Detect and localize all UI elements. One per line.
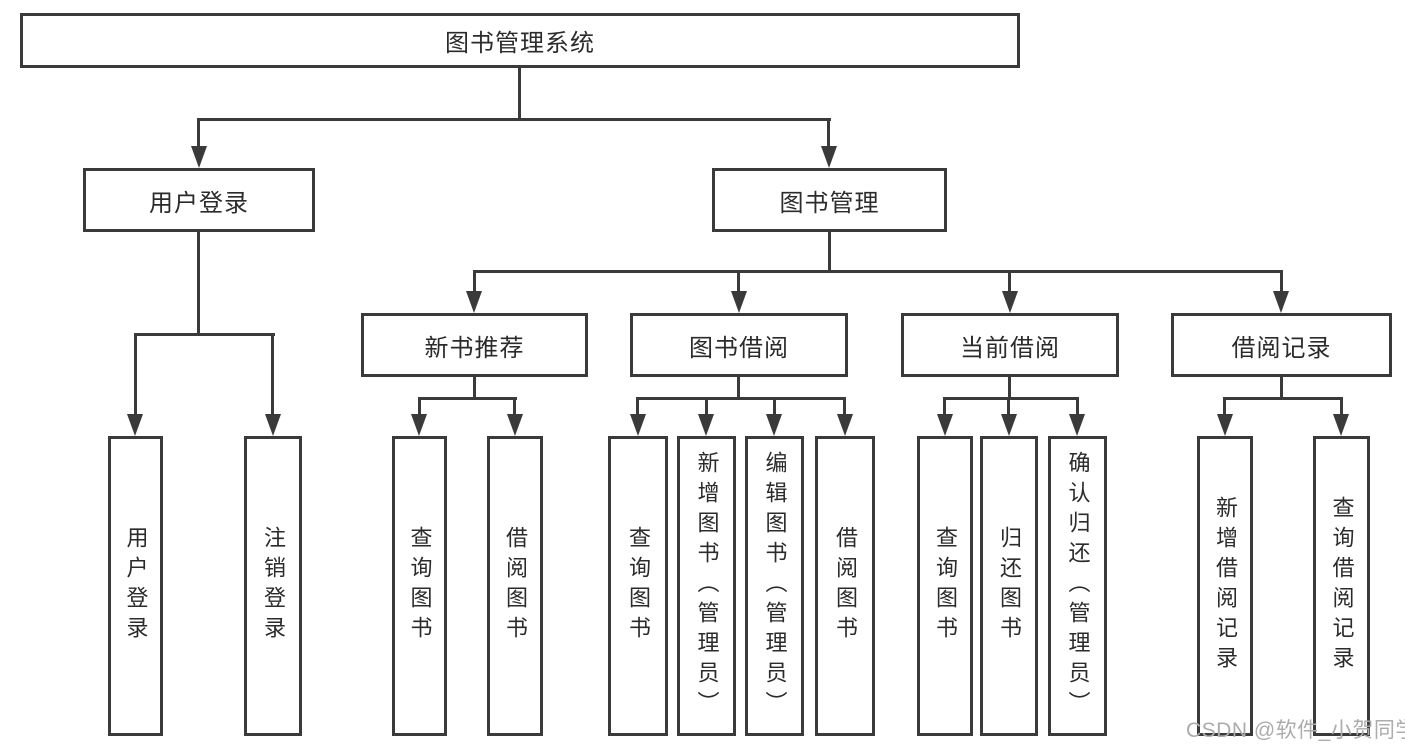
edge-line (1223, 397, 1226, 414)
edge-line (418, 397, 421, 414)
arrow-down-icon (1333, 414, 1349, 436)
csdn-watermark: CSDN @软件_小贺同学 (1186, 719, 1405, 742)
node-book-borrowing: 图书借阅 (630, 313, 848, 377)
edge-line (827, 118, 830, 146)
arrow-down-icon (1002, 291, 1018, 313)
edge-line (737, 377, 740, 400)
arrow-down-icon (1069, 414, 1085, 436)
edge-line (1008, 377, 1011, 400)
edge-line (773, 397, 776, 414)
arrow-down-icon (127, 414, 143, 436)
edge-line (473, 270, 476, 291)
leaf-query-borrow-record: 查询借阅记录 (1313, 436, 1370, 736)
leaf-add-borrow-record: 新增借阅记录 (1197, 436, 1253, 736)
edge-line (134, 333, 137, 414)
leaf-confirm-return-admin: 确认归还（管理员） (1048, 436, 1107, 736)
edge-line (943, 397, 1079, 400)
arrow-down-icon (937, 414, 953, 436)
leaf-query-books-recommend: 查询图书 (392, 436, 447, 736)
arrow-down-icon (1001, 414, 1017, 436)
leaf-user-login: 用户登录 (108, 436, 163, 736)
leaf-edit-books-admin: 编辑图书（管理员） (745, 436, 804, 736)
edge-line (705, 397, 708, 414)
node-current-borrowing: 当前借阅 (901, 313, 1119, 377)
edge-line (737, 270, 740, 291)
edge-line (473, 270, 1283, 273)
arrow-down-icon (466, 291, 482, 313)
arrow-down-icon (191, 146, 207, 168)
arrow-down-icon (731, 291, 747, 313)
edge-line (197, 118, 831, 121)
edge-line (1076, 397, 1079, 414)
edge-line (197, 232, 200, 336)
leaf-borrow-books: 借阅图书 (815, 436, 875, 736)
edge-line (134, 333, 275, 336)
node-root-library-system: 图书管理系统 (20, 13, 1020, 68)
arrow-down-icon (630, 414, 646, 436)
node-book-management: 图书管理 (712, 168, 947, 232)
arrow-down-icon (265, 414, 281, 436)
edge-line (828, 232, 831, 273)
edge-line (518, 68, 521, 120)
leaf-return-books: 归还图书 (980, 436, 1038, 736)
leaf-query-books-borrowing: 查询图书 (608, 436, 668, 736)
edge-line (636, 397, 846, 400)
edge-line (418, 397, 517, 400)
edge-line (197, 118, 200, 146)
arrow-down-icon (411, 414, 427, 436)
arrow-down-icon (507, 414, 523, 436)
edge-line (1223, 397, 1343, 400)
leaf-logout: 注销登录 (244, 436, 302, 736)
arrow-down-icon (698, 414, 714, 436)
arrow-down-icon (821, 146, 837, 168)
edge-line (1008, 270, 1011, 291)
edge-line (1280, 377, 1283, 400)
edge-line (473, 377, 476, 400)
node-user-login: 用户登录 (83, 168, 315, 232)
arrow-down-icon (766, 414, 782, 436)
node-new-book-recommend: 新书推荐 (361, 313, 588, 377)
edge-line (271, 333, 274, 414)
arrow-down-icon (837, 414, 853, 436)
leaf-add-books-admin: 新增图书（管理员） (677, 436, 736, 736)
node-borrowing-records: 借阅记录 (1171, 313, 1392, 377)
edge-line (843, 397, 846, 414)
arrow-down-icon (1273, 291, 1289, 313)
edge-line (1340, 397, 1343, 414)
edge-line (1007, 397, 1010, 414)
edge-line (513, 397, 516, 414)
arrow-down-icon (1217, 414, 1233, 436)
leaf-borrow-books-recommend: 借阅图书 (487, 436, 543, 736)
edge-line (943, 397, 946, 414)
edge-line (636, 397, 639, 414)
leaf-query-books-current: 查询图书 (917, 436, 973, 736)
edge-line (1280, 270, 1283, 291)
